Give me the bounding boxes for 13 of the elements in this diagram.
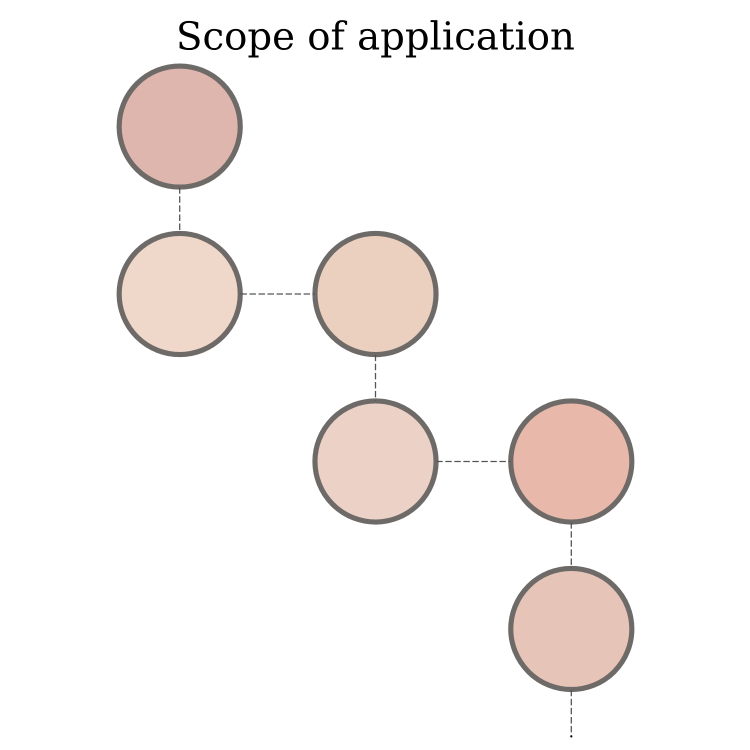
node-circle [312,398,438,525]
connector [374,354,376,401]
node-circle [116,230,242,358]
connector [240,293,314,295]
node-circle [508,398,634,525]
connector [570,690,572,736]
node-circle [312,230,438,358]
connector [436,460,510,462]
connector [178,187,180,234]
node-circle [116,63,242,190]
node-circle [508,566,634,692]
diagram-title: Scope of application [176,14,574,60]
connector [570,522,572,568]
